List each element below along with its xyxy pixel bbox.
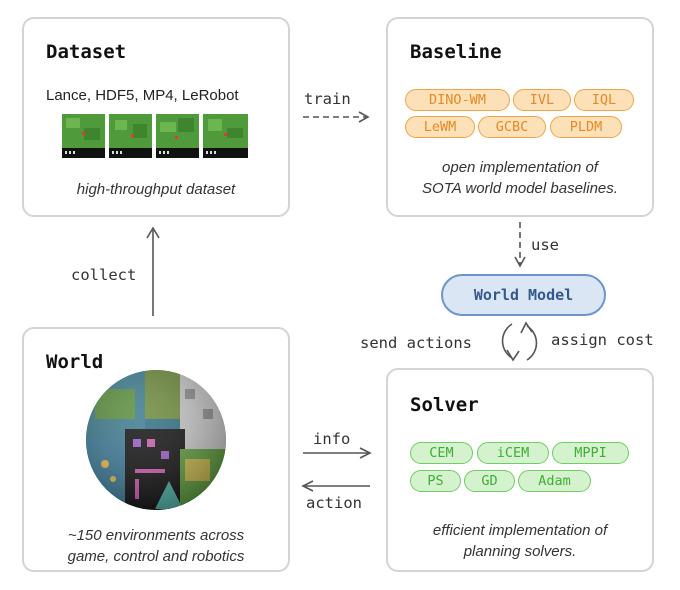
solver-method-pill: PS (410, 470, 461, 492)
assign-cost-label: assign cost (551, 331, 654, 349)
world-caption-line1: ~150 environments across (67, 527, 245, 544)
dataset-caption: high-throughput dataset (76, 181, 236, 198)
solver-method-pill: Adam (518, 470, 591, 492)
solver-method-pill: iCEM (477, 442, 549, 464)
solver-method-pill: GD (464, 470, 515, 492)
baseline-method-pill: LeWM (405, 116, 475, 138)
cycle-arrow-left (501, 323, 513, 359)
collect-label: collect (71, 266, 137, 284)
dataset-title: Dataset (46, 41, 127, 63)
world-globe-image (85, 369, 227, 511)
solver-card: Solver CEM iCEM MPPI PS GD Adam efficien… (386, 368, 654, 572)
info-label: info (313, 430, 351, 448)
solver-method-pill: MPPI (552, 442, 629, 464)
world-title: World (46, 351, 104, 373)
solver-method-pill: CEM (410, 442, 473, 464)
baseline-method-pill: DINO-WM (405, 89, 510, 111)
world-card: World (22, 327, 290, 572)
action-label: action (306, 494, 362, 512)
solver-caption-line2: planning solvers. (463, 543, 577, 560)
baseline-method-pill: IVL (513, 89, 571, 111)
dataset-thumbnails (62, 114, 248, 158)
dataset-formats: Lance, HDF5, MP4, LeRobot (46, 87, 239, 104)
train-label: train (304, 90, 351, 108)
thumbnail-frame (62, 114, 105, 158)
baseline-title: Baseline (410, 41, 502, 63)
baseline-caption-line2: SOTA world model baselines. (422, 180, 618, 197)
thumbnail-frame (203, 114, 248, 158)
send-actions-label: send actions (360, 334, 472, 352)
world-caption-line2: game, control and robotics (67, 548, 245, 565)
use-label: use (531, 236, 559, 254)
thumbnail-frame (109, 114, 152, 158)
baseline-method-pill: GCBC (478, 116, 546, 138)
world-model-node: World Model (441, 274, 606, 316)
solver-title: Solver (410, 394, 479, 416)
baseline-card: Baseline DINO-WM IVL IQL LeWM GCBC PLDM … (386, 17, 654, 217)
baseline-caption-line1: open implementation of (442, 159, 598, 176)
solver-caption-line1: efficient implementation of (432, 522, 608, 539)
dataset-card: Dataset Lance, HDF5, MP4, LeRobot (22, 17, 290, 217)
thumbnail-frame (156, 114, 199, 158)
baseline-method-pill: PLDM (550, 116, 622, 138)
baseline-method-pill: IQL (574, 89, 634, 111)
